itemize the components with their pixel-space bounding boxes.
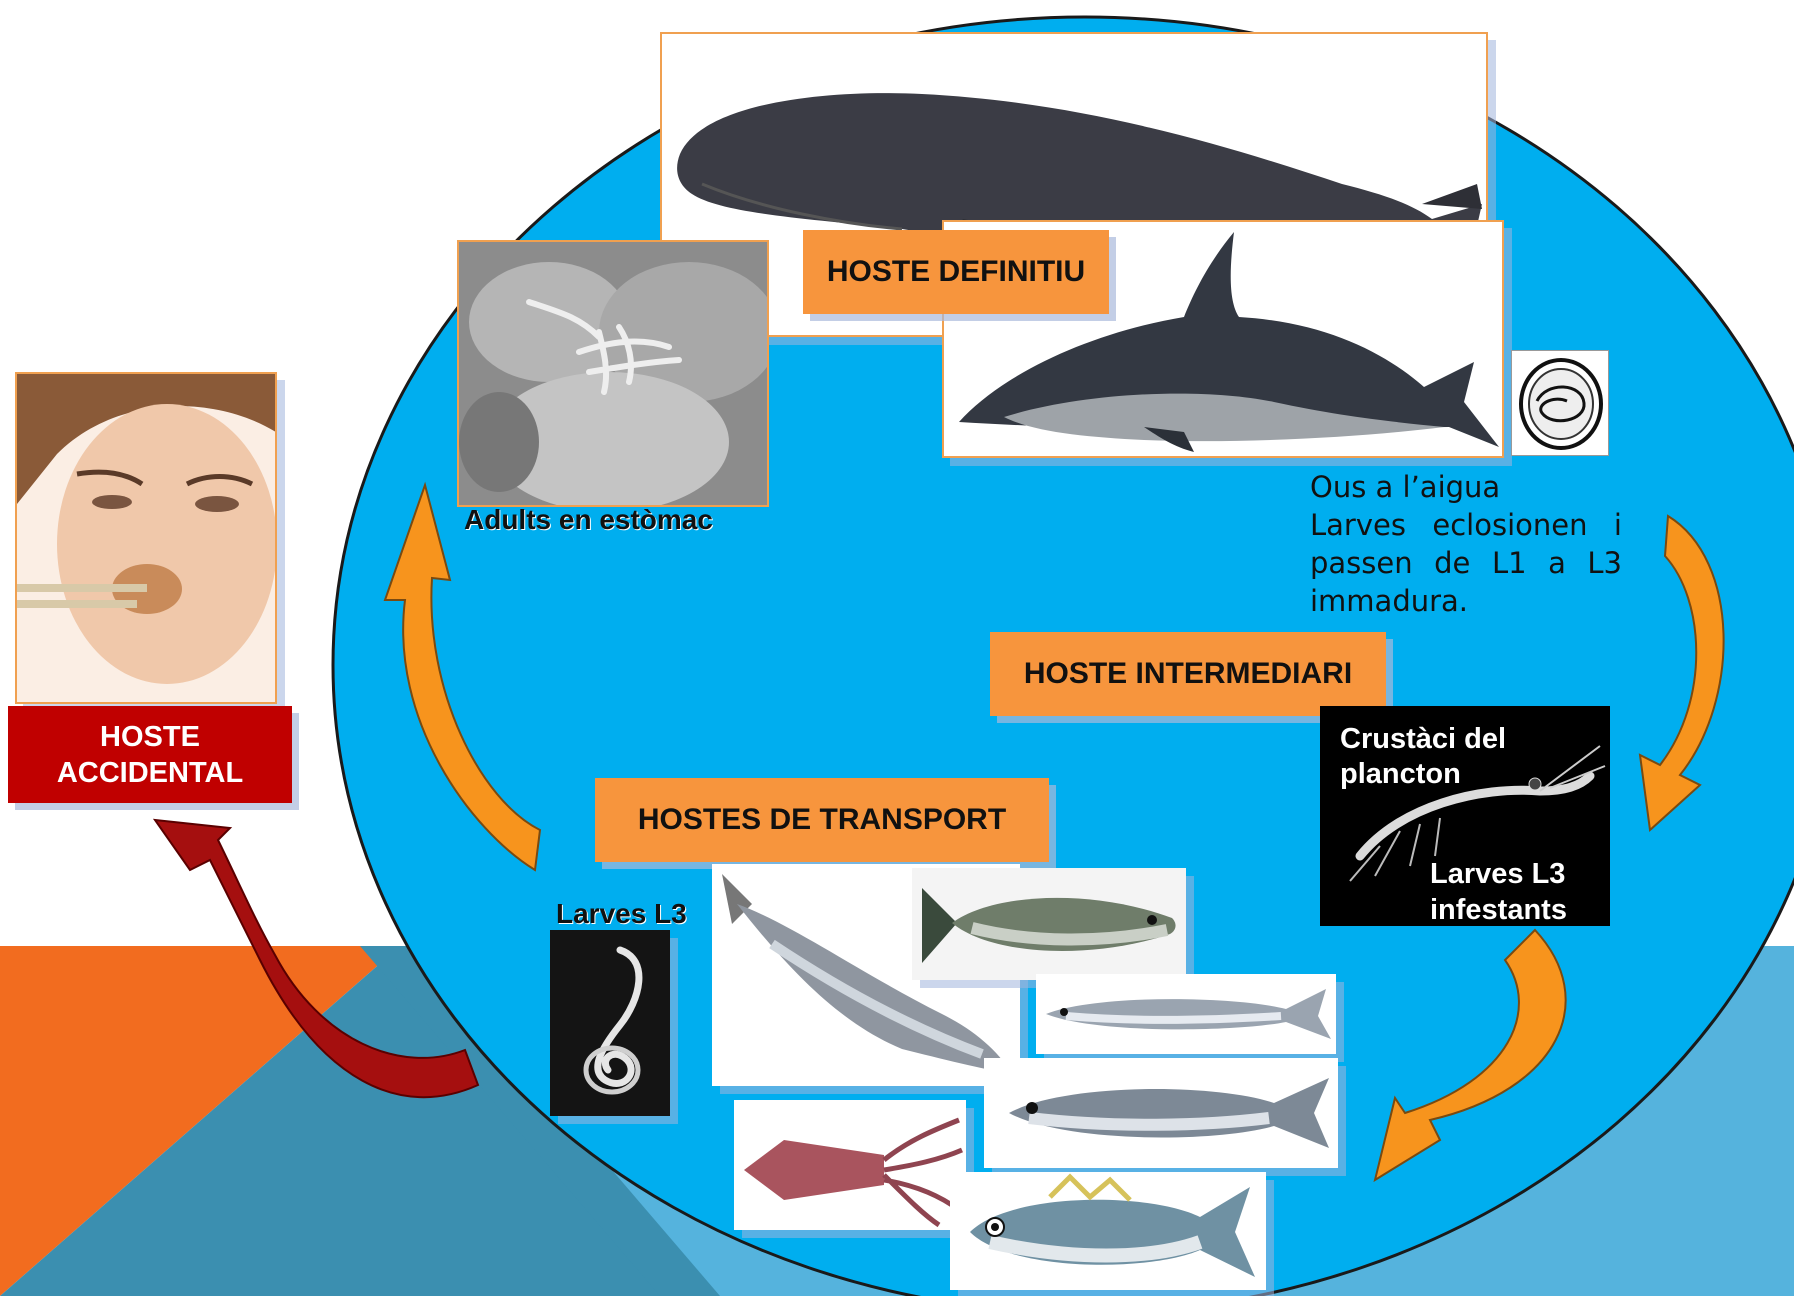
infective-larvae-line1: Larves L3 <box>1430 856 1567 892</box>
definitive-host-text: HOSTE DEFINITIU <box>827 255 1085 289</box>
larvae-l3-caption: Larves L3 <box>556 898 687 930</box>
horse-mackerel-image <box>950 1172 1266 1290</box>
transport-hosts-text: HOSTES DE TRANSPORT <box>638 803 1006 837</box>
anchovy-image <box>1036 974 1336 1054</box>
eggs-line4: immadura. <box>1310 582 1622 620</box>
infective-larvae-line2: infestants <box>1430 892 1567 926</box>
sardine-image <box>984 1058 1338 1168</box>
eggs-line3: passen de L1 a L3 <box>1310 544 1622 582</box>
larva-image <box>550 930 670 1116</box>
adults-stomach-caption: Adults en estòmac <box>464 504 713 536</box>
intermediate-host-text: HOSTE INTERMEDIARI <box>1024 657 1352 691</box>
krill-image: Crustàci del plancton Larves L3 infestan… <box>1320 706 1610 926</box>
accidental-host-line2: ACCIDENTAL <box>8 755 292 791</box>
egg-image <box>1511 350 1609 456</box>
eggs-line2: Larves eclosionen i <box>1310 506 1622 544</box>
eggs-line1: Ous a l’aigua <box>1310 468 1622 506</box>
stomach-image <box>457 240 769 507</box>
accidental-host-line1: HOSTE <box>8 719 292 755</box>
eggs-caption: Ous a l’aigua Larves eclosionen i passen… <box>1310 468 1622 620</box>
woman-image <box>15 372 277 704</box>
squid-image <box>734 1100 966 1230</box>
intermediate-host-label: HOSTE INTERMEDIARI <box>990 632 1386 716</box>
crustacean-caption: Crustàci del plancton <box>1340 722 1506 792</box>
crustacean-line1: Crustàci del <box>1340 722 1506 757</box>
infective-larvae-caption: Larves L3 infestants <box>1430 856 1567 926</box>
definitive-host-label: HOSTE DEFINITIU <box>803 230 1109 314</box>
mackerel-image <box>912 868 1186 980</box>
transport-hosts-label: HOSTES DE TRANSPORT <box>595 778 1049 862</box>
crustacean-line2: plancton <box>1340 757 1506 792</box>
accidental-host-label: HOSTE ACCIDENTAL <box>8 706 292 803</box>
